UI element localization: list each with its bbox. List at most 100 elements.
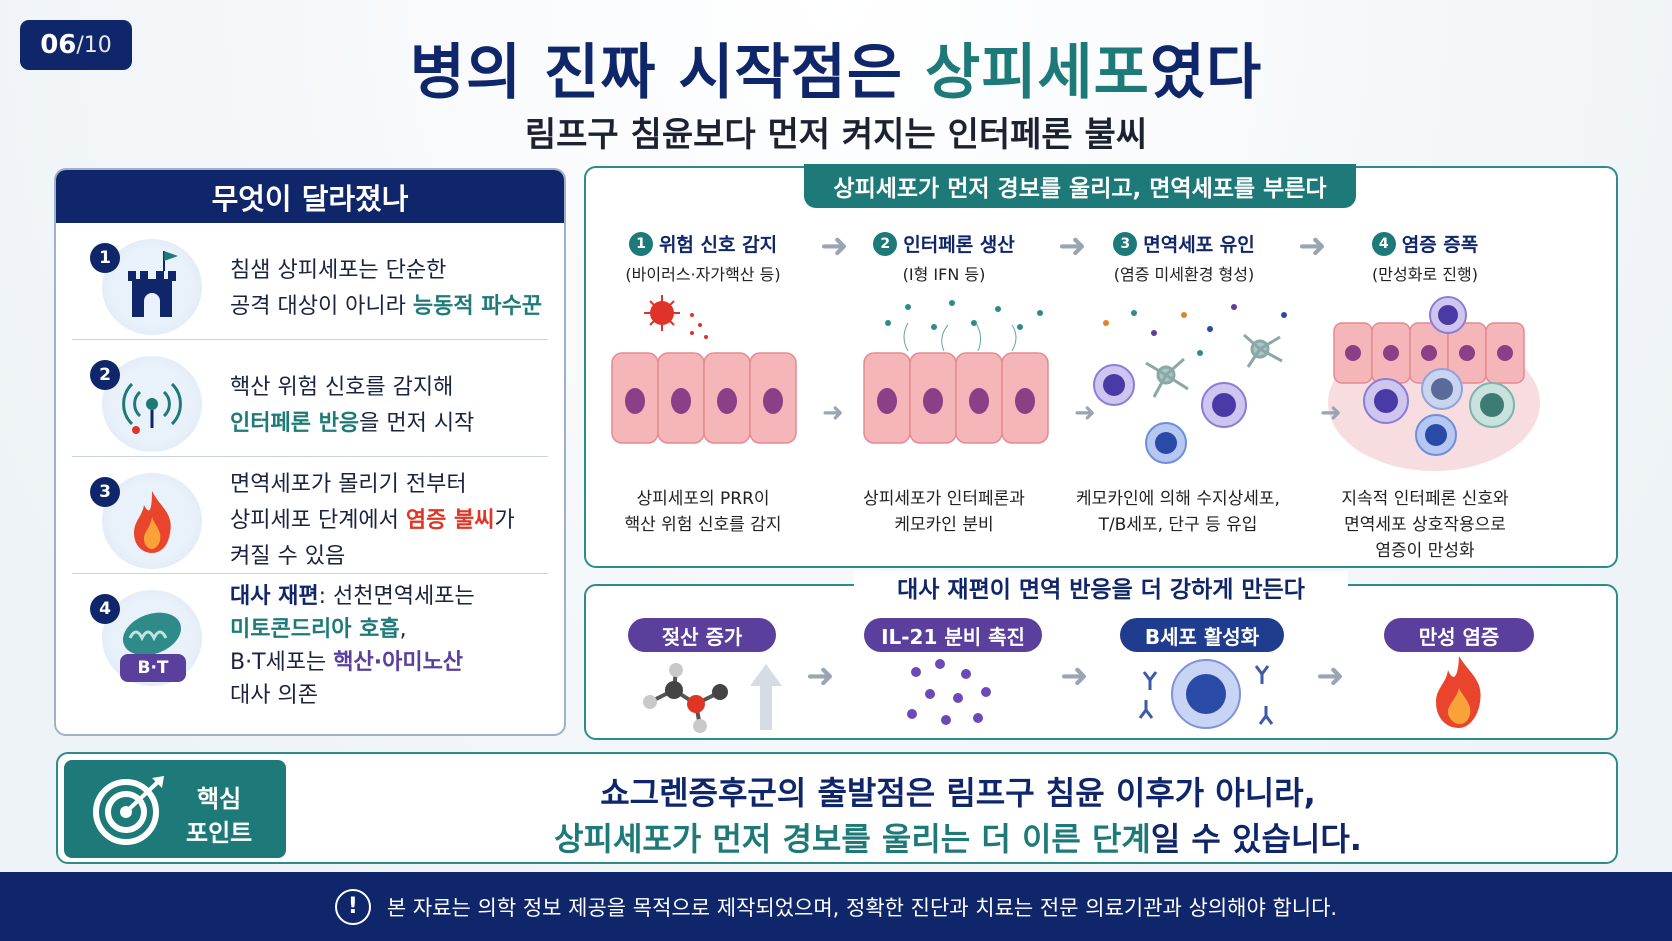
pill-lactate-increase: 젖산 증가 bbox=[628, 618, 776, 652]
key-line2-rest: 일 수 있습니다. bbox=[1150, 820, 1362, 858]
il21-molecules-icon bbox=[907, 659, 991, 725]
pill-il21-secretion: IL-21 분비 촉진 bbox=[864, 618, 1042, 652]
what-changed-header: 무엇이 달라졌나 bbox=[56, 170, 564, 223]
step1-num: 1 bbox=[628, 231, 653, 256]
page-subtitle: 림프구 침윤보다 먼저 켜지는 인터페론 불씨 bbox=[524, 115, 1148, 155]
immune-cell-recruitment-illustration bbox=[1093, 304, 1287, 464]
item-text-2: 핵산 위험 신호를 감지해 인터페론 반응을 먼저 시작 bbox=[230, 370, 474, 442]
flow-step-4-desc: 지속적 인터페론 신호와 면역세포 상호작용으로 염증이 만성화 bbox=[1300, 486, 1550, 564]
page-current: 06 bbox=[40, 30, 77, 60]
key-point-line2: 상피세포가 먼저 경보를 울리는 더 이른 단계일 수 있습니다. bbox=[318, 814, 1598, 860]
warning-icon: ! bbox=[334, 888, 371, 925]
item3-line2b: 염증 불씨 bbox=[405, 508, 495, 533]
what-changed-panel: 무엇이 달라졌나 1 침샘 상피세포는 단순한 공격 대상이 아니라 능동적 파… bbox=[54, 168, 566, 736]
arrow-right-icon: ➜ bbox=[1058, 226, 1087, 266]
page-number-badge: 06/10 bbox=[20, 20, 132, 70]
key-point-label: 핵심 포인트 bbox=[186, 782, 252, 850]
arrow-right-icon: ➜ bbox=[1074, 398, 1096, 428]
arrow-right-icon: ➜ bbox=[1320, 398, 1342, 428]
item3-line2c: 가 bbox=[494, 508, 515, 533]
epithelium-interferon-illustration bbox=[863, 300, 1049, 444]
item4-line4: 대사 의존 bbox=[230, 683, 318, 708]
step3-title: 면역세포 유인 bbox=[1143, 234, 1255, 256]
step1-sub: (바이러스·자가핵산 등) bbox=[625, 265, 781, 284]
item1-line2b: 능동적 파수꾼 bbox=[412, 294, 543, 319]
change-item-2: 2 핵산 위험 신호를 감지해 인터페론 반응을 먼저 시작 bbox=[72, 340, 548, 457]
key-line2-highlight: 상피세포가 먼저 경보를 울리는 더 이른 단계 bbox=[554, 820, 1151, 858]
item4-line2: 미토콘드리아 호흡 bbox=[230, 617, 400, 642]
flow-step-3-desc: 케모카인에 의해 수지상세포, T/B세포, 단구 등 유입 bbox=[1053, 486, 1303, 538]
change-item-3: 3 면역세포가 몰리기 전부터 상피세포 단계에서 염증 불씨가 켜질 수 있음 bbox=[72, 457, 548, 574]
flow-step-1-desc: 상피세포의 PRR이 핵산 위험 신호를 감지 bbox=[578, 486, 828, 538]
item-text-4: 대사 재편: 선천면역세포는 미토콘드리아 호흡, B·T세포는 핵산·아미노산… bbox=[230, 580, 475, 712]
item-number-3: 3 bbox=[90, 477, 120, 507]
step4-sub: (만성화로 진행) bbox=[1372, 265, 1478, 284]
step4-desc-3: 염증이 만성화 bbox=[1375, 541, 1475, 561]
bt-badge: B·T bbox=[120, 654, 186, 682]
page-title: 병의 진짜 시작점은 상피세포였다 bbox=[0, 24, 1672, 111]
step1-title: 위험 신호 감지 bbox=[658, 234, 778, 256]
b-cell-antibodies-icon bbox=[1138, 659, 1274, 729]
arrow-right-icon: ➜ bbox=[1060, 656, 1089, 696]
key-point-badge: 핵심 포인트 bbox=[64, 760, 286, 858]
arrow-right-icon: ➜ bbox=[1316, 656, 1345, 696]
key-label-2: 포인트 bbox=[186, 819, 253, 847]
metabolic-reprogramming-panel: 대사 재편이 면역 반응을 더 강하게 만든다 젖산 증가 IL-21 분비 촉… bbox=[584, 571, 1618, 740]
key-label-1: 핵심 bbox=[197, 785, 242, 813]
item2-line1: 핵산 위험 신호를 감지해 bbox=[230, 375, 454, 400]
item3-line3: 켜질 수 있음 bbox=[230, 544, 346, 569]
step2-desc-1: 상피세포가 인터페론과 bbox=[863, 489, 1025, 509]
change-item-4: B·T 4 대사 재편: 선천면역세포는 미토콘드리아 호흡, B·T세포는 핵… bbox=[72, 574, 548, 720]
item-number-2: 2 bbox=[90, 360, 120, 390]
step2-sub: (I형 IFN 등) bbox=[902, 265, 986, 284]
item3-line1: 면역세포가 몰리기 전부터 bbox=[230, 472, 467, 497]
item4-line1a: 대사 재편 bbox=[230, 584, 319, 609]
step4-title: 염증 증폭 bbox=[1401, 234, 1479, 256]
page-total: /10 bbox=[76, 32, 112, 58]
title-part2: 였다 bbox=[1149, 38, 1263, 108]
disclaimer-text: 본 자료는 의학 정보 제공을 목적으로 제작되었으며, 정확한 진단과 치료는… bbox=[386, 895, 1338, 920]
arrow-right-icon: ➜ bbox=[1298, 226, 1327, 266]
item3-line2a: 상피세포 단계에서 bbox=[230, 508, 406, 533]
disclaimer-footer: ! 본 자료는 의학 정보 제공을 목적으로 제작되었으며, 정확한 진단과 치… bbox=[0, 872, 1672, 941]
item-text-1: 침샘 상피세포는 단순한 공격 대상이 아니라 능동적 파수꾼 bbox=[230, 253, 542, 325]
step3-num: 3 bbox=[1113, 231, 1138, 256]
step2-num: 2 bbox=[873, 231, 898, 256]
step2-title: 인터페론 생산 bbox=[903, 234, 1015, 256]
arrow-right-icon: ➜ bbox=[806, 656, 835, 696]
key-point-line1: 쇼그렌증후군의 출발점은 림프구 침윤 이후가 아니라, bbox=[600, 774, 1316, 812]
item4-line1b: : 선천면역세포는 bbox=[318, 584, 475, 609]
key-point-panel: 핵심 포인트 쇼그렌증후군의 출발점은 림프구 침윤 이후가 아니라, 상피세포… bbox=[56, 752, 1618, 864]
item1-line1: 침샘 상피세포는 단순한 bbox=[230, 258, 447, 283]
flow-step-2-desc: 상피세포가 인터페론과 케모카인 분비 bbox=[819, 486, 1069, 538]
target-icon bbox=[93, 776, 164, 845]
item1-line2a: 공격 대상이 아니라 bbox=[230, 294, 413, 319]
metabolism-header: 대사 재편이 면역 반응을 더 강하게 만든다 bbox=[854, 571, 1348, 603]
pill-b-cell-activation: B세포 활성화 bbox=[1120, 618, 1284, 652]
pill-chronic-inflammation: 만성 염증 bbox=[1384, 618, 1534, 652]
lactate-molecule-icon bbox=[643, 663, 782, 733]
item2-line2a: 인터페론 반응 bbox=[230, 411, 360, 436]
arrow-right-icon: ➜ bbox=[822, 398, 844, 428]
step4-desc-1: 지속적 인터페론 신호와 bbox=[1341, 489, 1509, 509]
item4-line3a: B·T세포는 bbox=[230, 650, 334, 675]
item4-line2c: , bbox=[399, 617, 407, 642]
item2-line2b: 을 먼저 시작 bbox=[359, 411, 475, 436]
item4-line3b: 핵산·아미노산 bbox=[333, 650, 464, 675]
title-part1: 병의 진짜 시작점은 bbox=[409, 38, 926, 108]
item-number-4: 4 bbox=[90, 594, 120, 624]
step3-desc-1: 케모카인에 의해 수지상세포, bbox=[1076, 489, 1280, 509]
step4-num: 4 bbox=[1371, 231, 1396, 256]
epithelium-virus-illustration bbox=[611, 295, 797, 444]
item-text-3: 면역세포가 몰리기 전부터 상피세포 단계에서 염증 불씨가 켜질 수 있음 bbox=[230, 467, 515, 575]
chronic-flame-icon bbox=[1436, 656, 1481, 728]
step1-desc-1: 상피세포의 PRR이 bbox=[636, 489, 770, 509]
step3-sub: (염증 미세환경 형성) bbox=[1113, 265, 1255, 284]
step2-desc-2: 케모카인 분비 bbox=[894, 515, 994, 535]
arrow-right-icon: ➜ bbox=[820, 226, 849, 266]
